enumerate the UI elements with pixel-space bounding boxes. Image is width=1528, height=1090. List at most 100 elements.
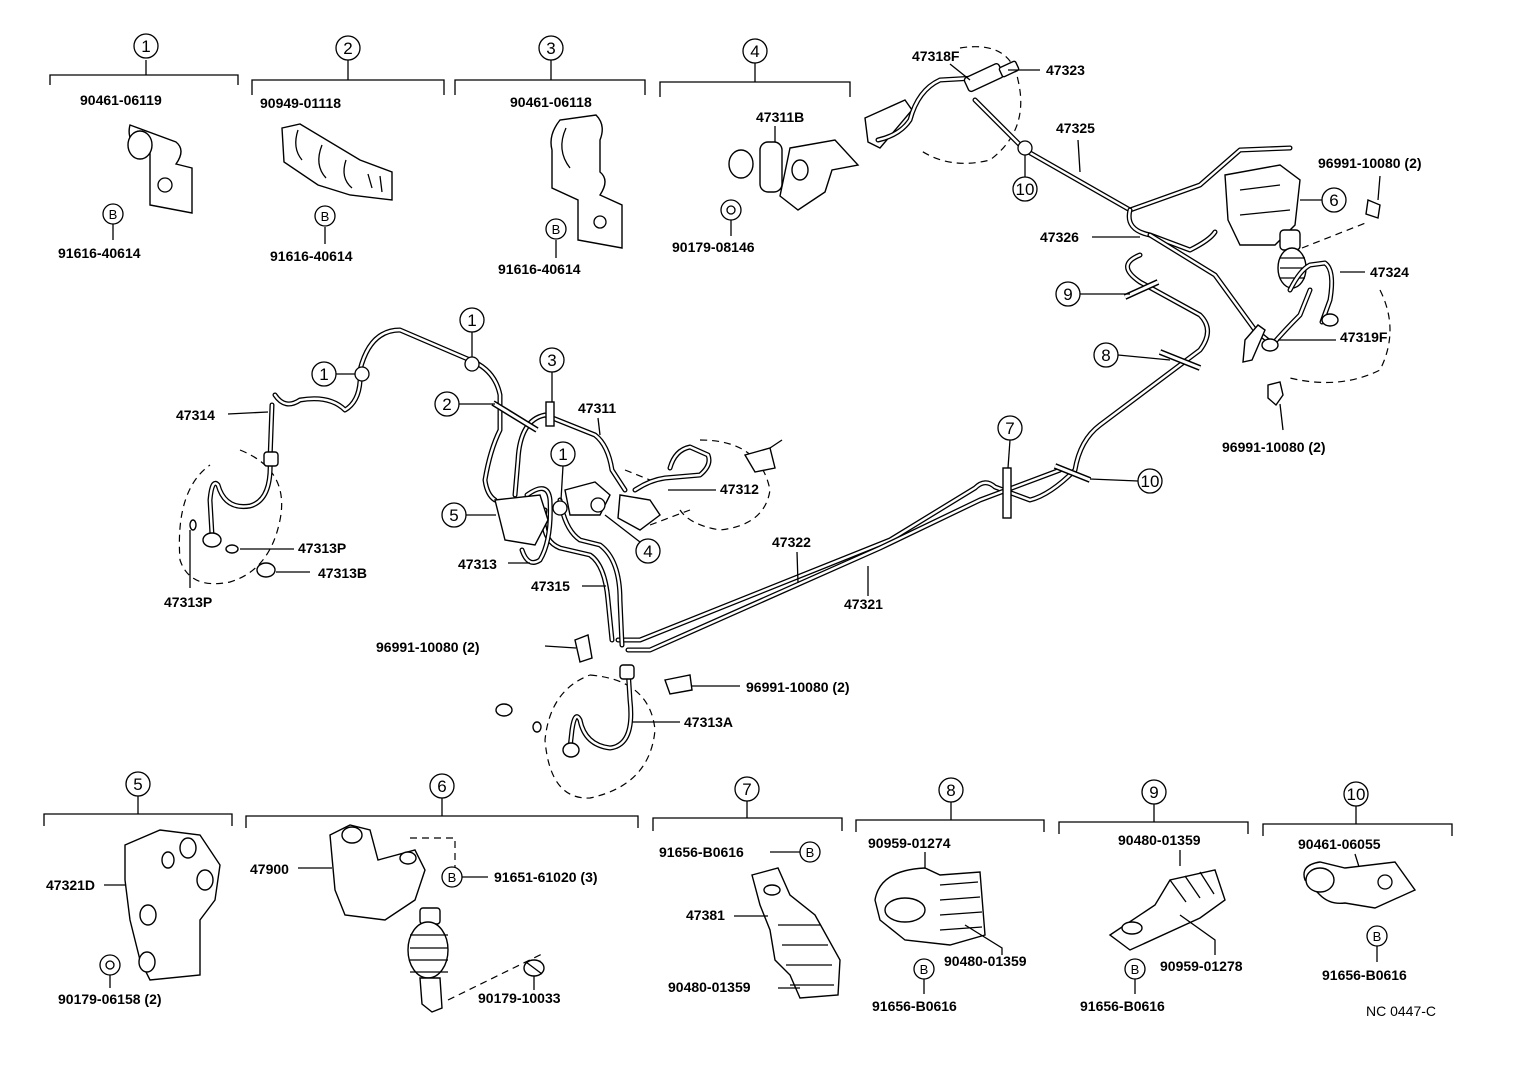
svg-text:B: B <box>1373 929 1382 944</box>
proportioning-valve <box>1224 164 1381 289</box>
part-label-47311: 47311 <box>578 400 616 416</box>
reference-callouts: 1 1 2 3 1 5 4 7 10 9 8 10 6 <box>311 155 1347 564</box>
part-label-96991-right: 96991-10080 (2) <box>1222 439 1326 455</box>
svg-text:1: 1 <box>141 37 150 56</box>
valve-body-icon <box>329 824 449 1013</box>
part-label-47313P-lower: 47313P <box>164 594 212 610</box>
part-label-47319F: 47319F <box>1340 329 1388 345</box>
front-brake-left-area: 47313P 47313B 47313P <box>164 402 367 610</box>
bracket-icon <box>1108 869 1226 951</box>
clamp-icon <box>550 114 623 249</box>
part-number: 91616-40614 <box>58 245 141 261</box>
svg-text:1: 1 <box>319 365 328 384</box>
front-brake-right-area: 47318F 47323 <box>864 46 1085 164</box>
clamp-icon <box>1303 861 1417 909</box>
part-label-96991-left: 96991-10080 (2) <box>376 639 480 655</box>
detail-box-6: 6 47900 B 91651-61020 (3) 90179-10033 <box>245 773 639 1013</box>
detail-box-4: 4 47311B 90179-08146 <box>659 38 860 255</box>
svg-text:B: B <box>1131 962 1140 977</box>
rear-brake-right-area: 47324 47319F 96991-10080 (2) 96991-10080… <box>1222 155 1422 455</box>
part-number: 90461-06119 <box>80 92 162 108</box>
part-number: 90461-06118 <box>510 94 592 110</box>
svg-text:5: 5 <box>449 506 458 525</box>
part-label-47315: 47315 <box>531 578 570 594</box>
svg-text:6: 6 <box>437 777 446 796</box>
part-label-47321: 47321 <box>844 596 883 612</box>
part-number: 90179-06158 (2) <box>58 991 162 1007</box>
svg-text:8: 8 <box>946 781 955 800</box>
rear-brake-left-area: 47313A 96991-10080 (2) 96991-10080 (2) <box>376 634 850 799</box>
part-label-47325: 47325 <box>1056 120 1095 136</box>
part-label-96991-center: 96991-10080 (2) <box>746 679 850 695</box>
bolt-icon <box>99 954 121 976</box>
junction-block-icon <box>124 829 221 981</box>
clip-icon <box>523 959 545 977</box>
part-label-47323: 47323 <box>1046 62 1085 78</box>
svg-text:B: B <box>109 207 118 222</box>
part-number: 47900 <box>250 861 289 877</box>
svg-text:9: 9 <box>1149 783 1158 802</box>
union-icon <box>728 139 860 211</box>
part-number: 91616-40614 <box>498 261 581 277</box>
part-label-47312: 47312 <box>720 481 759 497</box>
diagram-code: NC 0447-C <box>1366 1003 1436 1019</box>
part-number: 90480-01359 <box>1118 832 1201 848</box>
svg-text:7: 7 <box>742 780 751 799</box>
part-number: 91656-B0616 <box>1322 967 1407 983</box>
part-number: 47321D <box>46 877 95 893</box>
detail-box-9: 9 90480-01359 90959-01278 B 91656-B0616 <box>1058 779 1249 1014</box>
clamp-icon <box>874 867 986 946</box>
svg-text:1: 1 <box>467 311 476 330</box>
master-cylinder-area <box>494 439 783 546</box>
part-label-47313A: 47313A <box>684 714 733 730</box>
part-label-47313P: 47313P <box>298 540 346 556</box>
part-label-96991-top-right: 96991-10080 (2) <box>1318 155 1422 171</box>
part-number: 91656-B0616 <box>1080 998 1165 1014</box>
svg-text:B: B <box>448 870 457 885</box>
detail-box-2: 2 90949-01118 B 91616-40614 <box>251 35 445 264</box>
part-label-47318F: 47318F <box>912 48 960 64</box>
svg-text:B: B <box>552 222 561 237</box>
part-number: 91651-61020 (3) <box>494 869 598 885</box>
pipe-clamp-markers <box>354 140 1202 519</box>
svg-text:2: 2 <box>343 39 352 58</box>
svg-text:3: 3 <box>547 351 556 370</box>
svg-text:8: 8 <box>1101 346 1110 365</box>
part-number: 90480-01359 <box>668 979 751 995</box>
part-label-47326: 47326 <box>1040 229 1079 245</box>
svg-text:10: 10 <box>1016 180 1035 199</box>
svg-text:B: B <box>920 962 929 977</box>
svg-text:3: 3 <box>546 39 555 58</box>
part-label-47313: 47313 <box>458 556 497 572</box>
part-label-47313B: 47313B <box>318 565 367 581</box>
part-number: 90461-06055 <box>1298 836 1381 852</box>
svg-text:9: 9 <box>1063 285 1072 304</box>
bracket-icon <box>751 867 841 999</box>
bolt-icon <box>720 199 742 221</box>
part-number: 90179-08146 <box>672 239 755 255</box>
svg-text:1: 1 <box>558 445 567 464</box>
part-number: 90949-01118 <box>260 95 341 111</box>
svg-text:6: 6 <box>1329 191 1338 210</box>
svg-text:2: 2 <box>442 395 451 414</box>
detail-box-10: 10 90461-06055 B 91656-B0616 <box>1262 781 1453 983</box>
part-label-47322: 47322 <box>772 534 811 550</box>
svg-text:10: 10 <box>1347 785 1366 804</box>
part-number: 47311B <box>756 109 804 125</box>
detail-box-1: 1 90461-06119 B 91616-40614 <box>49 33 239 261</box>
svg-text:10: 10 <box>1141 472 1160 491</box>
main-part-labels: 47325 47326 47314 47311 47312 47313 4731… <box>176 120 1140 612</box>
part-number: 90480-01359 <box>944 953 1027 969</box>
part-number: 90959-01274 <box>868 835 951 851</box>
part-number: 91656-B0616 <box>659 844 744 860</box>
detail-box-3: 3 90461-06118 B 91616-40614 <box>454 35 646 277</box>
part-number: 90179-10033 <box>478 990 561 1006</box>
svg-text:4: 4 <box>643 542 652 561</box>
part-number: 91616-40614 <box>270 248 353 264</box>
svg-text:7: 7 <box>1005 419 1014 438</box>
svg-text:5: 5 <box>133 775 142 794</box>
clamp-icon <box>127 124 193 214</box>
detail-box-5: 5 47321D 90179-06158 (2) <box>43 771 233 1007</box>
part-number: 47381 <box>686 907 725 923</box>
